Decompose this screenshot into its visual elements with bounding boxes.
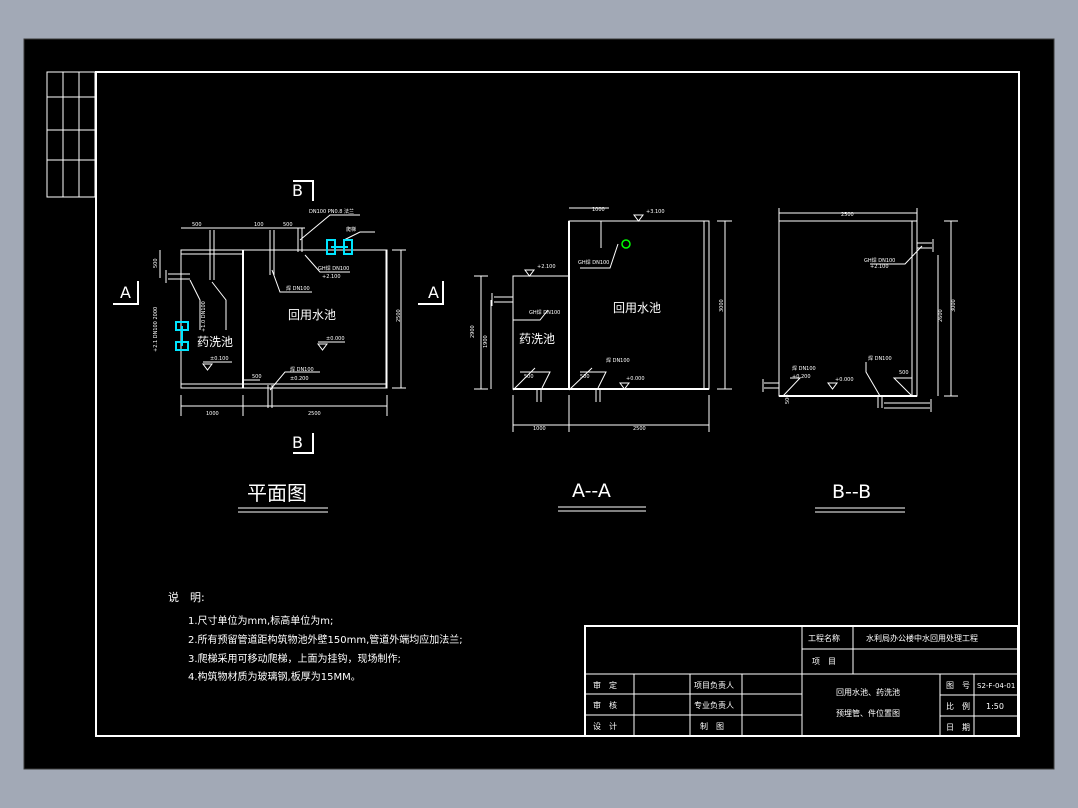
tb-check-label: 审 核 [593,700,617,710]
plan-section-a-left: A [120,283,131,302]
tb-date-label: 日 期 [946,723,970,732]
aa-pipe-label-2: GH焊 DN100 [529,309,560,316]
plan-dim-100-top: 100 [254,222,264,228]
plan-pipe-label-2: 焊 DN100 [286,285,310,292]
notes-item-4: 4.构筑物材质为玻璃钢,板厚为15MM。 [188,670,361,683]
bb-dim-3000: 3000 [951,299,957,312]
tb-discipline-lead: 专业负责人 [694,700,734,710]
bb-pipe-label-1: GH焊 DN100 [864,257,895,264]
aa-dim-1000: 1000 [533,426,546,432]
aa-dim-500-right: 500 [580,374,590,380]
aa-pipe-label-1: GH焊 DN100 [578,259,609,266]
plan-pool-small-label: 药洗池 [197,335,233,349]
aa-dim-3000: 3000 [719,299,725,312]
tb-scale-label: 比 例 [946,701,970,711]
notes-heading: 说 明: [168,590,205,604]
plan-section-b-top: B [292,181,303,200]
plan-pipe-top-label: DN100 PN0.8 法兰 [309,208,354,215]
aa-dim-500-left: 500 [524,374,534,380]
bb-elev-bottom: +0.200 [792,374,811,380]
aa-elev-left: +2.100 [537,264,556,270]
notes-item-3: 3.爬梯采用可移动爬梯，上面为挂钩，现场制作; [188,652,401,665]
binding-margin-grid [47,72,96,197]
aa-elev-top: +3.100 [646,209,665,215]
plan-dim-2500-vertical: 2500 [396,309,402,322]
bb-pipe-label-2: 焊 DN100 [792,365,816,372]
aa-view-title: A--A [572,480,611,502]
plan-elev-small: ±0.100 [210,356,229,362]
plan-elev-main: ±0.000 [326,336,345,342]
plan-elev-bottom: ±0.200 [290,376,309,382]
tb-drawing-title-1: 回用水池、药洗池 [836,687,900,697]
bb-elev-top: +2.100 [870,264,889,270]
tb-design-label: 设 计 [593,721,617,731]
plan-pool-main-label: 回用水池 [288,308,336,322]
aa-dim-2900: 2900 [470,325,476,338]
plan-pipe-label-3: 焊 DN100 [290,366,314,373]
plan-section-a-right: A [428,283,439,302]
plan-ladder-label: 爬梯 [346,226,356,233]
plan-dim-2500: 2500 [308,411,321,417]
plan-dim-500-top2: 500 [283,222,293,228]
plan-pipe-vertical-1: +2.1 DN100 2000 [153,307,159,352]
sheet-background [23,38,1055,770]
plan-view-title: 平面图 [247,481,307,505]
tb-scale: 1:50 [986,702,1004,711]
tb-project-lead: 项目负责人 [694,680,734,690]
bb-dim-2500: 2500 [841,212,854,218]
drawing-border [95,71,1020,737]
tb-drawing-label: 制 图 [700,721,724,731]
aa-dim-1900: 1900 [483,335,489,348]
aa-view [474,207,732,512]
plan-section-b-bottom: B [292,433,303,452]
aa-pool-main-label: 回用水池 [613,301,661,315]
aa-dim-1000-top: 1000 [592,207,605,213]
tb-item-label: 项 目 [812,657,836,666]
notes-item-2: 2.所有预留管道距构筑物池外壁150mm,管道外端均应加法兰; [188,633,463,646]
plan-dim-500-top: 500 [192,222,202,228]
plan-pipe-vertical-2: +1.0 DN100 [201,301,207,332]
bb-view [762,208,958,513]
bb-dim-500: 500 [899,370,909,376]
tb-drawing-no: S2-F-04-01 [977,682,1015,690]
tb-project-name-label: 工程名称 [808,633,840,643]
plan-pipe-label-1: GH焊 DN100 [318,265,349,272]
aa-elev-main: +0.000 [626,376,645,382]
bb-pipe-label-3: 焊 DN100 [868,355,892,362]
notes-item-1: 1.尺寸单位为mm,标高单位为m; [188,614,333,627]
plan-view [113,180,444,513]
aa-pipe-label-3: 焊 DN100 [606,357,630,364]
plan-ladder-highlight [175,239,353,351]
aa-pool-small-label: 药洗池 [519,332,555,346]
tb-drawing-no-label: 图 号 [946,681,970,690]
plan-pipe-elev-1: +2.100 [322,274,341,280]
bb-dim-500-left: 500 [785,394,791,404]
aa-pipe-marker [621,239,631,249]
bb-elev-main: +0.000 [835,377,854,383]
tb-drawing-title-2: 预埋管、件位置图 [836,708,900,718]
plan-dim-500-bottom: 500 [252,374,262,380]
bb-dim-2600: 2600 [938,309,944,322]
tb-project-name: 水利局办公楼中水回用处理工程 [866,633,978,643]
plan-dim-500-left: 500 [153,258,159,268]
tb-approve-label: 审 定 [593,680,617,690]
bb-view-title: B--B [832,481,871,503]
plan-dim-1000: 1000 [206,411,219,417]
aa-dim-2500: 2500 [633,426,646,432]
title-block [584,625,1019,737]
